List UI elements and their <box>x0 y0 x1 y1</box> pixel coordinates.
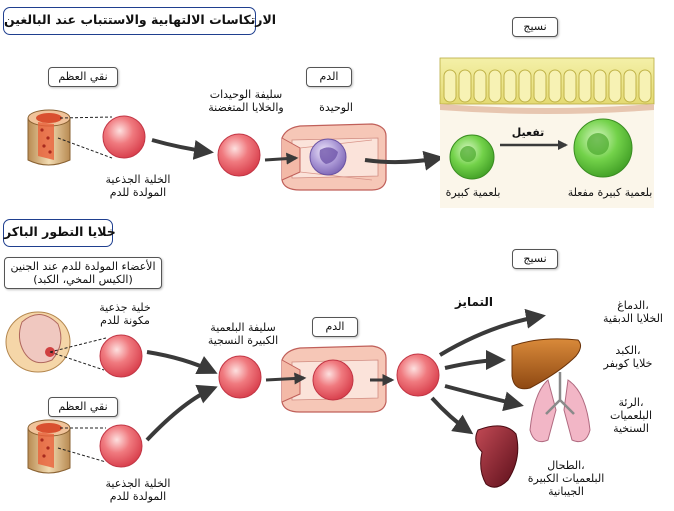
zoom-line <box>59 116 113 119</box>
arrow <box>444 350 506 371</box>
tissue-label: نسيج <box>512 17 558 37</box>
zoom-line <box>57 137 113 159</box>
liver-icon <box>511 338 582 390</box>
spleen-icon <box>475 425 519 488</box>
precursor-cell-in-blood-icon <box>312 359 354 401</box>
arrow <box>364 150 444 171</box>
precursor-cell-icon <box>217 133 261 177</box>
lungs-icon <box>529 372 591 443</box>
activated-macrophage-icon <box>573 118 633 178</box>
arrow <box>438 308 546 357</box>
bone-marrow-label: نقي العظم <box>48 397 118 417</box>
macrophage-icon <box>449 134 495 180</box>
stem-cell-icon <box>99 424 143 468</box>
zoom-line <box>57 447 107 463</box>
embryo-organs-label: الأعضاء المولدة للدم عند الجنين(الكيس ال… <box>4 257 162 289</box>
stem-cell-icon <box>102 115 146 159</box>
liver-label: الكبد،خلايا كوبفر <box>603 344 653 370</box>
macrophage-label: بلعمية كبيرة <box>445 186 501 199</box>
embryo-stem-cell-icon <box>99 334 143 378</box>
bone-marrow-label: نقي العظم <box>48 67 118 87</box>
bone-marrow-icon <box>27 419 71 474</box>
tissue-icon <box>439 57 655 208</box>
embryo-icon <box>5 311 71 373</box>
blood-label: الدم <box>312 317 358 337</box>
blood-label: الدم <box>306 67 352 87</box>
arrow <box>146 350 218 375</box>
monocyte-icon <box>309 138 347 176</box>
tissue-label: نسيج <box>512 249 558 269</box>
brain-label: الدماغ،الخلايا الدبقية <box>602 299 663 325</box>
bone-marrow-icon <box>27 109 71 166</box>
arrow <box>444 384 524 412</box>
arrow <box>430 396 474 435</box>
differentiating-cell-icon <box>396 353 440 397</box>
differentiation-label: التمايز <box>454 295 494 309</box>
bottom-section-title: خلايا التطور الباكر <box>3 219 116 247</box>
top-section-title: الارتكاسات الالتهابية والاستتباب عند الب… <box>3 7 276 35</box>
arrow <box>264 152 299 165</box>
tissue-precursor-cell-icon <box>218 355 262 399</box>
activated-macrophage-label: بلعمية كبيرة مفعلة <box>567 186 653 199</box>
zoom-line <box>49 351 105 371</box>
arrow <box>145 384 218 442</box>
arrow <box>151 138 214 160</box>
arrow <box>265 372 307 385</box>
activation-label: تفعيل <box>511 126 545 139</box>
monocyte-label: الوحيدة <box>319 101 353 114</box>
